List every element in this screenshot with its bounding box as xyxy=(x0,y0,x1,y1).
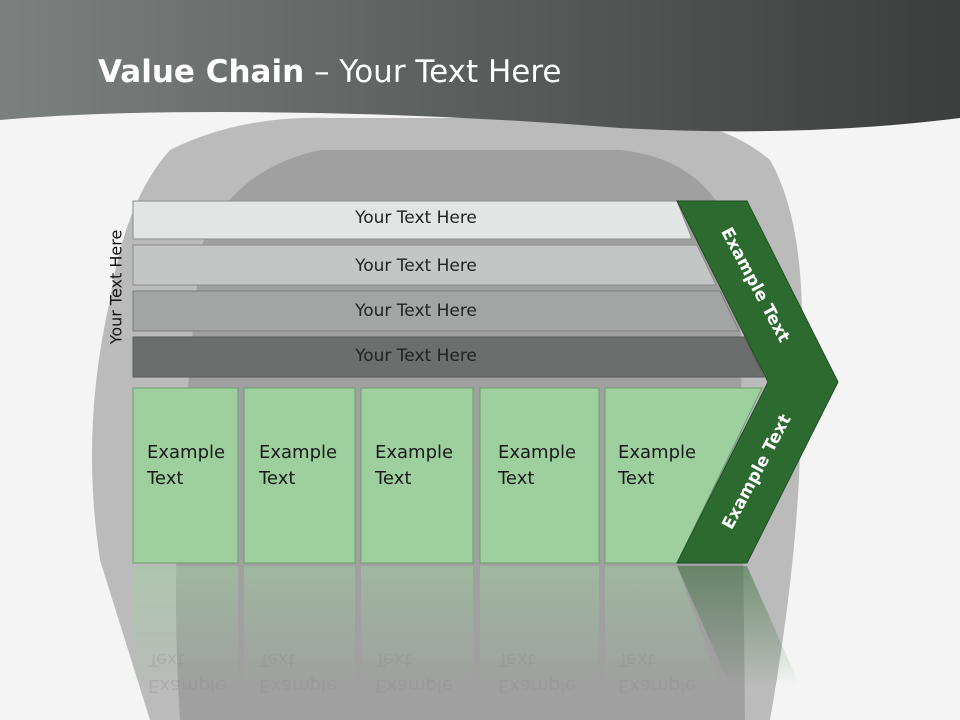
title-rest: – Your Text Here xyxy=(304,54,562,90)
row-4-bar xyxy=(132,336,765,378)
box-4-line2: Text xyxy=(498,468,535,489)
title-bold: Value Chain xyxy=(98,54,305,90)
svg-text:Example: Example xyxy=(498,675,576,696)
svg-text:Example: Example xyxy=(618,675,696,696)
box-3-shape xyxy=(360,387,474,564)
box-1-shape xyxy=(132,387,239,564)
slide-title: Value Chain – Your Text Here xyxy=(98,54,561,90)
box-4-shape xyxy=(479,387,600,564)
row-2-label: Your Text Here xyxy=(355,256,477,276)
row-2-bar xyxy=(132,244,717,286)
box-1-line1: Example xyxy=(147,442,226,463)
svg-text:Example: Example xyxy=(259,675,337,696)
svg-text:Text: Text xyxy=(617,649,654,670)
svg-text:Text: Text xyxy=(497,649,534,670)
svg-text:Text: Text xyxy=(374,649,411,670)
row-3-label: Your Text Here xyxy=(355,301,477,321)
side-label: Your Text Here xyxy=(106,229,126,345)
row-1-bar xyxy=(132,200,693,240)
box-3-line1: Example xyxy=(375,442,454,463)
chevron-arrow xyxy=(676,200,839,564)
box-4-line1: Example xyxy=(498,442,577,463)
svg-text:Text: Text xyxy=(258,649,295,670)
box-2-line1: Example xyxy=(259,442,338,463)
row-4-label: Your Text Here xyxy=(355,346,477,366)
header-band xyxy=(0,0,960,132)
box-5-line2: Text xyxy=(618,468,655,489)
row-3-bar xyxy=(132,290,740,332)
svg-text:Example: Example xyxy=(375,675,453,696)
row-1-label: Your Text Here xyxy=(355,208,477,228)
svg-text:Example: Example xyxy=(148,675,226,696)
box-1-line2: Text xyxy=(147,468,184,489)
box-2-line2: Text xyxy=(259,468,296,489)
svg-text:Text: Text xyxy=(147,649,184,670)
box-3-line2: Text xyxy=(375,468,412,489)
box-2-shape xyxy=(243,387,356,564)
reflection: Example Text Example Text Example Text E… xyxy=(133,566,800,696)
box-5-line1: Example xyxy=(618,442,697,463)
